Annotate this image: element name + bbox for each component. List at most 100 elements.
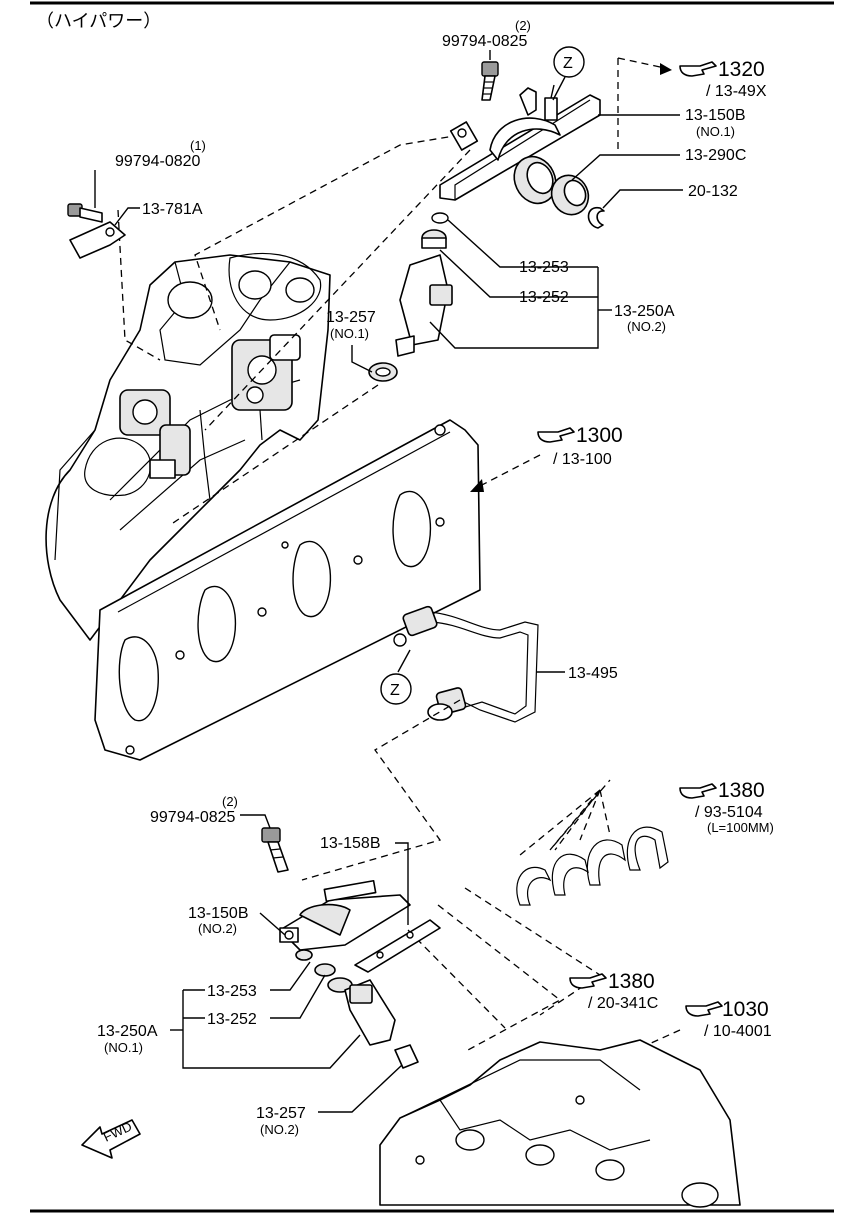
- label-oring-lower: 13-253: [207, 983, 257, 1000]
- pipe-ref-line-2: [437, 904, 562, 1051]
- leader-oring-upper: [447, 219, 598, 268]
- svg-text:/ 13-100: / 13-100: [553, 451, 612, 468]
- svg-text:Z: Z: [563, 55, 573, 72]
- label-snap-ring: 20-132: [688, 183, 738, 200]
- label-rail-bracket: 13-158B: [320, 835, 381, 852]
- bolt-upper: [481, 61, 499, 101]
- label-hose-pipe: 13-495: [568, 665, 618, 682]
- leader-injector-no1: [182, 990, 361, 1069]
- injector-no2: [368, 212, 453, 382]
- fuel-rail-no1: [439, 84, 601, 201]
- leader-rail-bracket: [395, 842, 409, 925]
- bracket-781a: [69, 221, 126, 259]
- bracket-guide-line: [117, 209, 161, 361]
- snap-ring: [587, 207, 605, 229]
- label-damper: 13-290C: [685, 147, 746, 164]
- vacuum-hoses: [516, 826, 669, 906]
- svg-text:1320: 1320: [718, 58, 765, 81]
- leader-bracket: [114, 207, 140, 226]
- lower-rail-line: [407, 929, 506, 1029]
- rail-ref-arrow: [660, 63, 672, 75]
- label-rail-no2-sub: (NO.2): [198, 921, 237, 936]
- leader-snap-ring: [602, 189, 683, 209]
- pointing-hand-icon: [569, 973, 607, 989]
- rail-guide-line: [194, 134, 461, 331]
- connection-marker-lower: Z: [380, 649, 412, 705]
- injector-guide-line: [169, 384, 379, 526]
- hose1380-guide-d: [599, 789, 611, 836]
- idle-valve: [231, 334, 301, 411]
- label-seal-no1: 13-257: [326, 309, 376, 326]
- rail-bolt-line: [204, 149, 471, 431]
- cylinder-head: [379, 1039, 741, 1208]
- manifold-ref-line: [477, 454, 541, 488]
- label-seal-no1-sub: (NO.1): [330, 326, 369, 341]
- pointing-hand-icon: [685, 1001, 723, 1017]
- leader-injector-no2: [429, 267, 599, 349]
- leader-damper: [571, 154, 680, 181]
- intake-manifold: [45, 252, 331, 641]
- rail-ref-arrow-line: [617, 57, 666, 69]
- manifold-ref-arrow: [470, 479, 484, 492]
- reference-1030[interactable]: 1030 / 10-4001: [685, 998, 772, 1040]
- svg-text:1380: 1380: [608, 970, 655, 993]
- label-bolt-lower: 99794-0825: [150, 809, 236, 826]
- label-seal-no2-sub: (NO.2): [260, 1122, 299, 1137]
- svg-text:1030: 1030: [722, 998, 769, 1021]
- leader-seal-no1: [351, 345, 373, 373]
- leader-seal-no2: [318, 1064, 403, 1113]
- svg-text:Z: Z: [390, 682, 400, 699]
- hose1380-guide-c: [579, 789, 601, 841]
- label-seal-no2: 13-257: [256, 1105, 306, 1122]
- label-bolt-lower-qty: (2): [222, 794, 238, 809]
- pulsation-damper: [513, 155, 590, 216]
- label-injector-no1: 13-250A: [97, 1023, 158, 1040]
- throttle-sensor: [119, 389, 191, 479]
- label-injector-no2-sub: (NO.2): [627, 319, 666, 334]
- reference-1320[interactable]: 1320 / 13-49X: [679, 58, 767, 100]
- fuel-rail-no2: [279, 879, 411, 951]
- label-insulator-lower: 13-252: [207, 1011, 257, 1028]
- leader-insulator-lower: [270, 974, 326, 1019]
- manifold-gasket: [94, 419, 481, 761]
- label-rail-no1: 13-150B: [685, 107, 746, 124]
- svg-text:/ 93-5104: / 93-5104: [695, 804, 763, 821]
- pointing-hand-icon: [679, 783, 717, 799]
- reference-1300[interactable]: 1300 / 13-100: [537, 424, 623, 468]
- label-injector-no2: 13-250A: [614, 303, 675, 320]
- leader-rail-no2: [259, 912, 286, 936]
- label-bolt-upper-qty: (2): [515, 18, 531, 33]
- label-rail-no1-sub: (NO.1): [696, 124, 735, 139]
- label-oring-upper: 13-253: [519, 259, 569, 276]
- hose1380-guide-a: [519, 789, 601, 856]
- svg-text:/ 13-49X: / 13-49X: [706, 83, 767, 100]
- hose1380-guide-b: [554, 789, 601, 851]
- injector-no1: [295, 949, 419, 1069]
- leader-bolt-lower: [240, 814, 271, 829]
- leader-oring-lower: [270, 961, 311, 991]
- oring-upper-part: [431, 212, 449, 224]
- label-bolt-upper: 99794-0825: [442, 33, 528, 50]
- label-bolt-left: 99794-0820: [115, 153, 201, 170]
- pointing-hand-icon: [679, 61, 717, 77]
- svg-text:1300: 1300: [576, 424, 623, 447]
- svg-text:/ 10-4001: / 10-4001: [704, 1023, 772, 1040]
- label-bracket: 13-781A: [142, 201, 203, 218]
- pipe-ref-line: [464, 887, 602, 1016]
- page-title: （ハイパワー）: [36, 11, 161, 31]
- pointing-hand-icon: [537, 427, 575, 443]
- label-rail-no2: 13-150B: [188, 905, 249, 922]
- reference-1380-hose[interactable]: 1380 / 93-5104 (L=100MM): [679, 779, 774, 835]
- label-injector-no1-sub: (NO.1): [104, 1040, 143, 1055]
- bolt-lower: [261, 827, 289, 873]
- svg-text:1380: 1380: [718, 779, 765, 802]
- reference-1380-pipe[interactable]: 1380 / 20-341C: [569, 970, 658, 1012]
- rail-bracket-158b: [354, 919, 441, 973]
- label-insulator-upper: 13-252: [519, 289, 569, 306]
- hose1380-guide: [549, 779, 611, 851]
- fwd-arrow-icon: FWD: [81, 1119, 141, 1159]
- hose-pipe: [393, 605, 539, 723]
- svg-text:(L=100MM): (L=100MM): [707, 820, 774, 835]
